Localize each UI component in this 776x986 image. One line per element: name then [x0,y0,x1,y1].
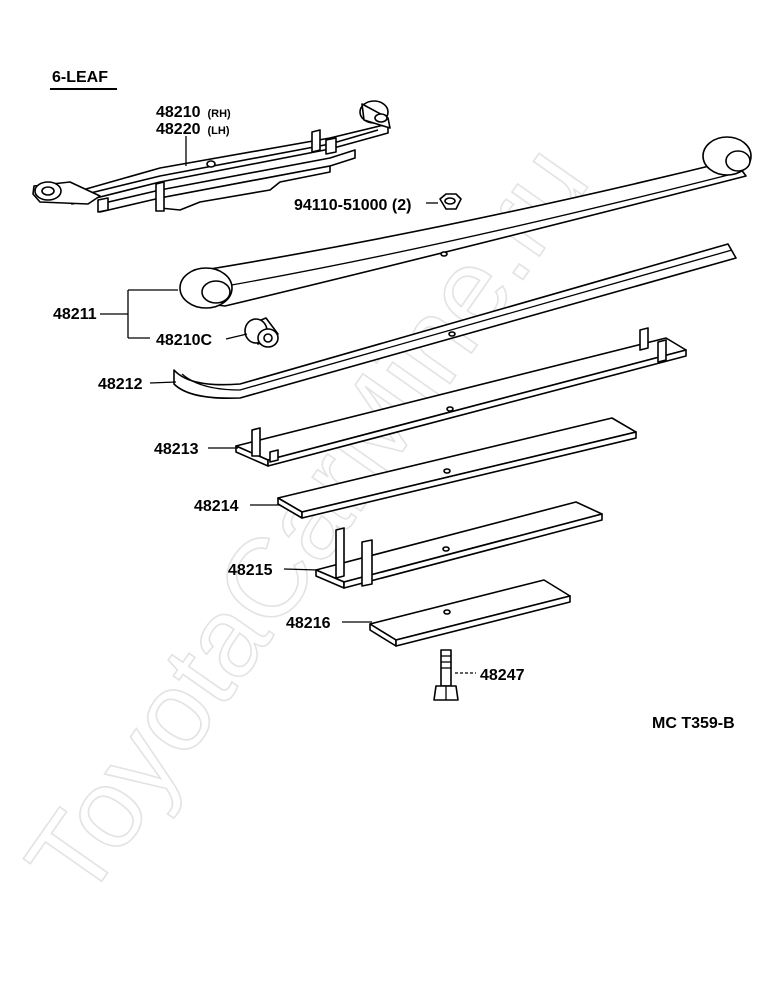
leaf-no1-callout: 48211 [53,306,97,323]
bushing [244,317,279,348]
bushing-callout: 48210C [156,332,212,349]
leaf-no1 [179,136,752,309]
leaf-no5-leader [283,568,319,571]
leaf-no3 [235,327,687,467]
leaf-no1-bracket [100,289,178,339]
diagram-code: MC T359-B [652,715,735,732]
leaf-no6-callout: 48216 [286,615,331,632]
leaf-no2-callout: 48212 [98,376,143,393]
leaf-no4-callout: 48214 [194,498,239,515]
nut [439,193,462,210]
center-bolt [433,649,459,701]
assembly-lh-callout: 48220 (LH) [156,121,230,138]
leaf-no6 [369,579,571,647]
leaf-no5 [315,501,603,589]
leaf-no3-callout: 48213 [154,441,199,458]
leaf-no4 [277,417,637,519]
leaf-no2-leader [149,381,177,384]
leaf-no2 [173,243,737,400]
assembly-rh-callout: 48210 (RH) [156,104,231,121]
leaf-spring-assembly [32,100,391,213]
nut-callout: 94110-51000 (2) [294,197,411,214]
center-bolt-callout: 48247 [480,667,525,684]
bushing-leader [225,333,248,340]
diagram-heading: 6-LEAF [52,69,108,86]
leaf-no5-callout: 48215 [228,562,273,579]
